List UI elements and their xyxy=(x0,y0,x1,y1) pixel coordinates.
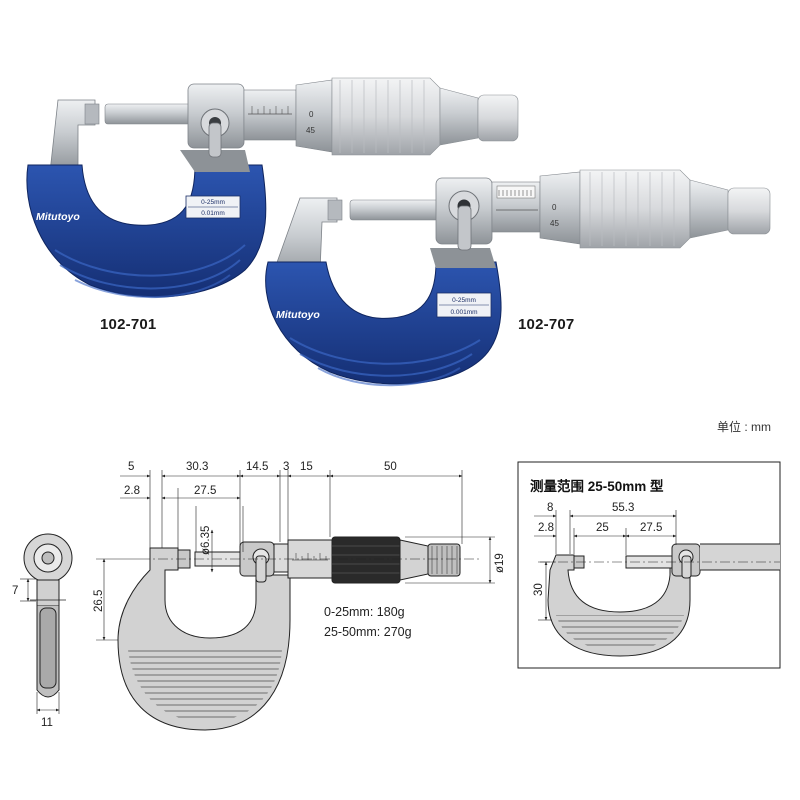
side-dim-bottom: 11 xyxy=(41,717,53,729)
dim-50: 50 xyxy=(384,461,397,473)
dim-15: 15 xyxy=(300,461,313,473)
inset-dim-25: 25 xyxy=(596,522,609,534)
brand-logo-left: Mitutoyo xyxy=(36,211,80,223)
technical-drawing: 7 11 xyxy=(12,461,781,731)
inset-drawing xyxy=(540,543,780,657)
side-view-drawing xyxy=(20,533,73,714)
weight-0-25: 0-25mm: 180g xyxy=(324,605,405,619)
inset-dim-height: 30 xyxy=(533,583,545,596)
side-dim-width: 7 xyxy=(12,585,18,597)
dim-2-8: 2.8 xyxy=(124,485,140,497)
dim-5: 5 xyxy=(128,461,134,473)
plate-range-left: 0-25mm xyxy=(201,199,225,206)
model-label-102-707: 102-707 xyxy=(518,316,575,333)
brand-logo-right: Mitutoyo xyxy=(276,309,320,321)
dim-spindle-dia: ø6.35 xyxy=(200,526,212,555)
model-label-102-701: 102-701 xyxy=(100,316,157,333)
inset-dim-8: 8 xyxy=(547,502,553,514)
plate-resolution-left: 0.01mm xyxy=(201,210,224,217)
dim-30-3: 30.3 xyxy=(186,461,208,473)
inset-dim-27-5: 27.5 xyxy=(640,522,662,534)
thimble-number-0-right: 0 xyxy=(552,203,557,212)
micrometer-photo-102-707: 0 45 0-25mm 0.001mm Mitutoyo xyxy=(265,169,771,387)
plate-range-right: 0-25mm xyxy=(452,297,476,304)
main-drawing xyxy=(117,536,480,731)
weight-25-50: 25-50mm: 270g xyxy=(324,625,412,639)
plate-resolution-right: 0.001mm xyxy=(450,309,477,316)
inset-title: 测量范围 25-50mm 型 xyxy=(530,478,664,494)
dim-thimble-dia: ø19 xyxy=(494,553,506,573)
dim-27-5: 27.5 xyxy=(194,485,216,497)
thimble-number-45: 45 xyxy=(306,126,315,135)
inset-dim-55-3: 55.3 xyxy=(612,502,634,514)
dim-height: 26.5 xyxy=(93,590,105,612)
unit-label: 单位 : mm xyxy=(717,420,771,434)
dim-3: 3 xyxy=(283,461,289,473)
thimble-number-0: 0 xyxy=(309,110,314,119)
micrometer-photo-102-701: 0 45 0-25mm 0.01mm Mitutoyo xyxy=(26,77,519,299)
dim-14-5: 14.5 xyxy=(246,461,268,473)
thimble-number-45-right: 45 xyxy=(550,219,559,228)
inset-dim-2-8: 2.8 xyxy=(538,522,554,534)
